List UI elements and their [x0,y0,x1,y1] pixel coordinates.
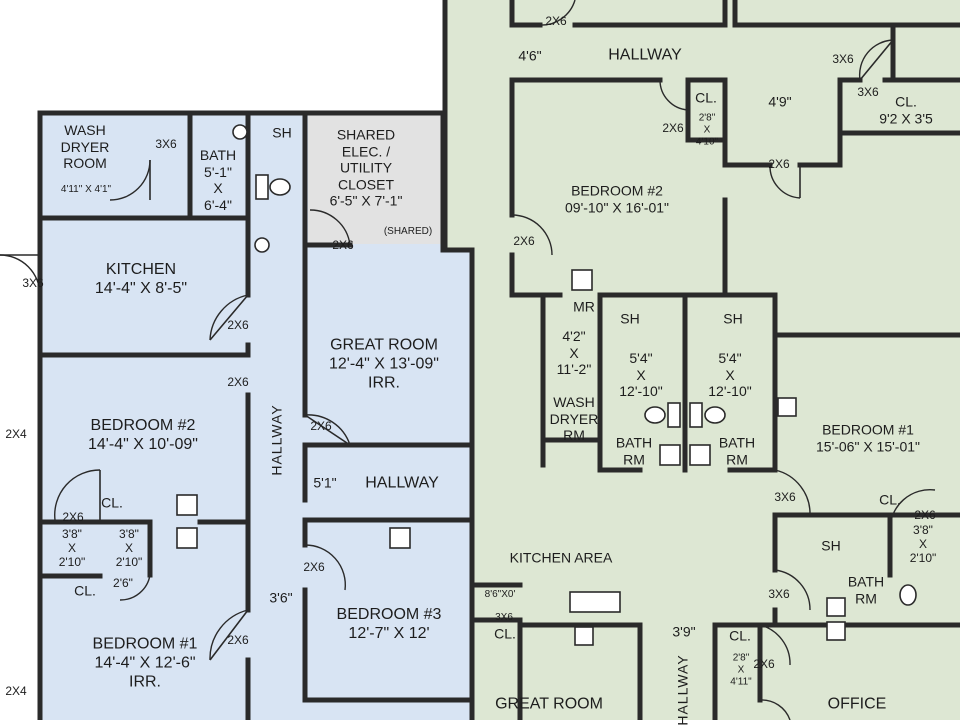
fixtures [176,124,917,646]
hallway-width-36: 3'6" [269,589,293,606]
door-size-small-closet: 2'6" [113,575,133,590]
door-size-kitchen-entry: 3X6 [22,275,44,290]
right-unit-area [445,0,960,720]
door-size-bedroom-1-right: 3X6 [774,489,796,504]
closet-kitchen-label: CL. [494,625,516,642]
great-room-left-label: GREAT ROOM 12'-4" X 13'-09" IRR. [329,336,439,392]
door-size-utility: 2X6 [332,237,354,252]
door-size-kitchen: 2X6 [227,317,249,332]
hallway-top-label: HALLWAY [608,46,682,64]
wash-dryer-room-label: WASH DRYER ROOM [60,122,110,172]
hallway-width-51: 5'1" [313,474,337,491]
hallway-width-49: 4'9" [768,93,792,110]
door-size-bath-right: 3X6 [768,586,790,601]
door-size-wash: 3X6 [155,136,177,151]
bedroom-2-left-label: BEDROOM #2 14'-4" X 10'-09" [88,417,198,453]
mechanical-room-label: MR [573,298,595,315]
shared-tag: (SHARED) [383,226,433,238]
utility-closet-area [308,114,443,244]
shower-right-b-label: SH [723,310,743,327]
bedroom-2-right-label: BEDROOM #2 09'-10" X 16'-01" [564,182,670,215]
shower-left-label: SH [272,124,292,141]
bath-rm-a-label: BATH RM [615,434,653,467]
shared-utility-closet-label: SHARED ELEC. / UTILITY CLOSET 6'-5" X 7'… [329,126,403,209]
great-room-right-label: GREAT ROOM [495,695,603,713]
door-size-bedroom-2-right: 2X6 [513,233,535,248]
closet-office-label: CL. [729,627,751,644]
hallway-vertical-left-label: HALLWAY [268,404,285,476]
bedroom-1-left-label: BEDROOM #1 14'-4" X 12'-6" IRR. [92,635,198,691]
closet-right-mid-label: CL. [879,491,901,508]
door-size-great-room: 2X6 [310,418,332,433]
door-size-hall: 2X6 [227,374,249,389]
hallway-width-39: 3'9" [672,623,696,640]
bath-b-dimensions: 5'4" X 12'-10" [708,350,752,400]
door-size-bedroom-3: 2X6 [303,559,325,574]
door-size-top-b: 3X6 [857,84,879,99]
closet-left-a-label: CL. [101,494,123,511]
closet-right-dimensions: 3'8" X 2'10" [909,522,937,566]
door-size-office: 2X6 [753,656,775,671]
kitchen-closet-dimensions: 8'6"X0' [484,589,516,601]
door-size-bedroom-1: 2X6 [227,632,249,647]
closet-a-dimensions: 3'8" X 2'10" [58,526,86,570]
closet-left-b-label: CL. [74,582,96,599]
window-size-b: 2X4 [5,683,27,698]
shower-bath-right-label: SH [821,537,841,554]
window-size-a: 2X4 [5,426,27,441]
hallway-vertical-right-label: HALLWAY [674,654,691,726]
door-size-bedroom-2: 2X6 [62,509,84,524]
kitchen-area-label: KITCHEN AREA [509,549,613,566]
closet-right-top-label: CL. 9'2 X 3'5 [879,93,933,126]
door-size-kitchen-closet: 3X6 [495,612,513,624]
wash-dryer-dimensions: 4'11" X 4'1" [60,184,112,196]
closet-small-label: CL. [695,89,717,106]
hallway-middle-label: HALLWAY [365,474,439,492]
bath-a-dimensions: 5'4" X 12'-10" [619,350,663,400]
shower-right-a-label: SH [620,310,640,327]
door-size-closet-small: 2X6 [662,120,684,135]
hallway-width-46: 4'6" [518,47,542,64]
door-swings [0,0,936,720]
right-unit-walls [442,0,960,720]
bath-rm-b-label: BATH RM [718,434,756,467]
bath-left-label: BATH 5'-1" X 6'-4" [199,146,237,213]
wash-dryer-rm-label: 4'2" X 11'-2" WASH DRYER RM [549,328,599,444]
kitchen-label: KITCHEN 14'-4" X 8'-5" [94,261,188,297]
bedroom-3-label: BEDROOM #3 12'-7" X 12' [336,606,442,642]
door-size-top-a: 3X6 [832,51,854,66]
door-size-49: 2X6 [768,156,790,171]
office-label: OFFICE [827,695,887,713]
closet-office-dimensions: 2'8" X 4'11" [730,652,752,687]
door-size-closet-right: 2X6 [914,507,936,522]
closet-b-dimensions: 3'8" X 2'10" [115,526,143,570]
bedroom-1-right-label: BEDROOM #1 15'-06" X 15'-01" [815,421,921,454]
door-size-top: 2X6 [545,13,567,28]
closet-small-dimensions: 2'8" X 4'10" [695,112,719,147]
left-unit-walls [37,110,475,720]
bath-rm-right-label: BATH RM [847,573,885,606]
